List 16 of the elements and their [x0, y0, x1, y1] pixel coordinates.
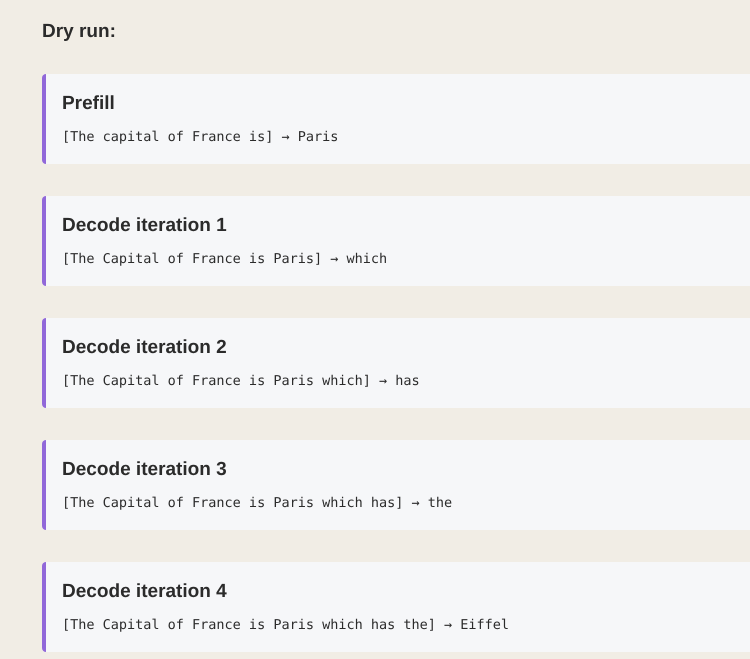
- step-card: [42, 74, 750, 164]
- step-heading: Decode iteration 1: [62, 214, 227, 238]
- token-sequence: [The Capital of France is Paris] → which: [62, 250, 388, 268]
- step-card: [42, 318, 750, 408]
- step-heading: Decode iteration 2: [62, 336, 227, 360]
- token-sequence: [The capital of France is] → Paris: [62, 128, 338, 146]
- step-heading: Decode iteration 3: [62, 458, 227, 482]
- step-card: [42, 196, 750, 286]
- step-heading: Decode iteration 4: [62, 580, 227, 604]
- token-sequence: [The Capital of France is Paris which has the] → Eiffel: [62, 616, 510, 634]
- step-card: [42, 440, 750, 530]
- step-card: [42, 562, 750, 652]
- token-sequence: [The Capital of France is Paris which has] → the: [62, 494, 452, 512]
- step-heading: Prefill: [62, 92, 115, 116]
- title: Dry run:: [42, 20, 116, 44]
- token-sequence: [The Capital of France is Paris which] → has: [62, 372, 420, 390]
